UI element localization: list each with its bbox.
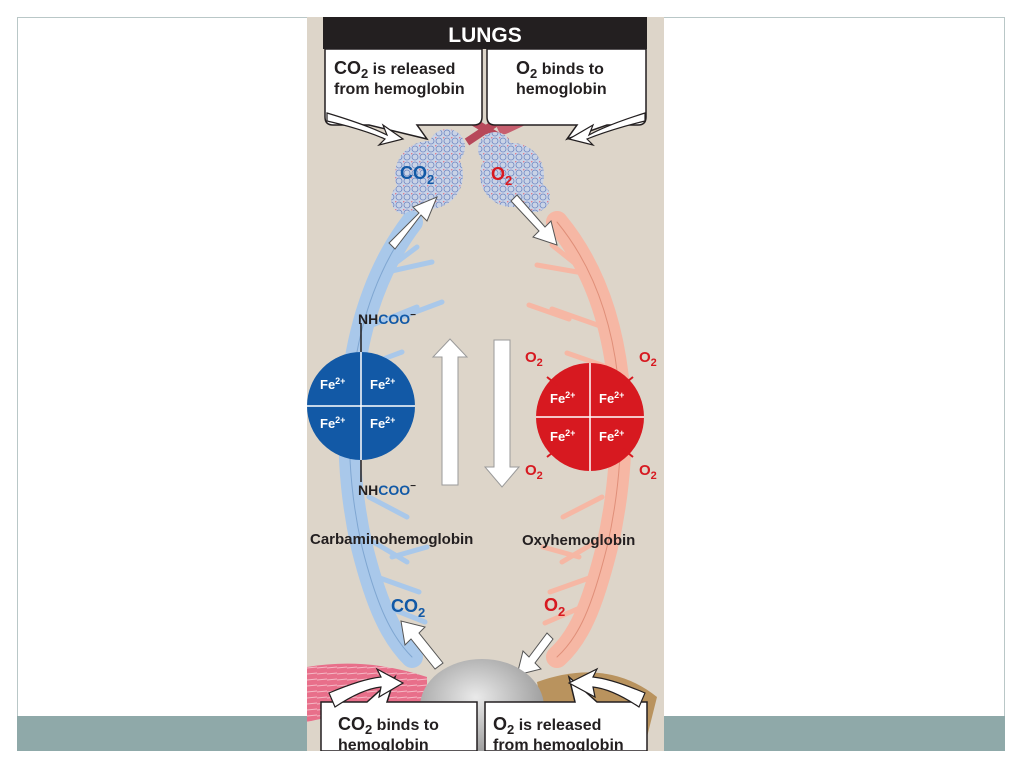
co2-release-arrow xyxy=(388,196,438,250)
bottom-left-curved-arrow xyxy=(328,667,405,708)
o2-release-arrow xyxy=(516,632,554,676)
oxy-fe-2: Fe2+ xyxy=(599,390,624,406)
bottom-right-callout-box xyxy=(484,674,648,751)
top-left-curved-arrow xyxy=(326,112,405,147)
bottom-right-curved-arrow xyxy=(567,667,646,708)
carbaminohemoglobin-molecule xyxy=(307,323,415,482)
bottom-right-callout-line1: O2 is released xyxy=(493,714,601,737)
header-bar xyxy=(323,17,647,49)
bottom-left-callout-box xyxy=(320,674,478,751)
carbaminohemoglobin-label: Carbaminohemoglobin xyxy=(310,531,473,548)
carbamino-fe-4: Fe2+ xyxy=(370,415,395,431)
carbamino-fe-1: Fe2+ xyxy=(320,376,345,392)
alveoli-right xyxy=(478,132,550,212)
carbamino-group-bottom: NHCOO− xyxy=(358,481,416,498)
bottom-right-callout-line2: from hemoglobin xyxy=(493,737,624,751)
oxy-fe-4: Fe2+ xyxy=(599,428,624,444)
bottom-left-callout-line2: hemoglobin xyxy=(338,737,429,751)
center-up-arrow xyxy=(431,338,469,486)
bottom-left-callout-line1: CO2 binds to xyxy=(338,714,439,737)
vein-vessel xyxy=(338,211,445,668)
alveolus-co2-label: CO2 xyxy=(400,163,434,187)
header-title: LUNGS xyxy=(448,24,522,47)
oxy-fe-1: Fe2+ xyxy=(550,390,575,406)
oxy-o2-top-right: O2 xyxy=(639,349,657,369)
oxyhemoglobin-molecule xyxy=(536,363,644,471)
carbamino-fe-3: Fe2+ xyxy=(320,415,345,431)
oxy-fe-3: Fe2+ xyxy=(550,428,575,444)
co2-uptake-arrow xyxy=(400,620,444,670)
tissue-co2-label: CO2 xyxy=(391,596,425,620)
top-left-callout-line2: from hemoglobin xyxy=(334,81,465,98)
oxy-o2-bottom-left: O2 xyxy=(525,462,543,482)
carbamino-group-top: NHCOO− xyxy=(358,310,416,327)
center-down-arrow xyxy=(483,339,521,488)
top-right-curved-arrow xyxy=(567,112,646,147)
alveoli-left xyxy=(391,129,465,215)
o2-uptake-arrow xyxy=(510,194,558,246)
top-left-callout-line1: CO2 is released xyxy=(334,58,455,81)
top-right-callout-line1: O2 binds to xyxy=(516,58,604,81)
oxy-o2-top-left: O2 xyxy=(525,349,543,369)
top-right-callout-line2: hemoglobin xyxy=(516,81,607,98)
artery-vessel xyxy=(526,211,632,668)
alveolus-o2-label: O2 xyxy=(491,164,512,188)
gas-transport-diagram: LUNGS CO2 is released from hemoglobin O2… xyxy=(307,17,664,751)
tissue-o2-label: O2 xyxy=(544,595,565,619)
oxyhemoglobin-label: Oxyhemoglobin xyxy=(522,532,635,549)
oxy-o2-bottom-right: O2 xyxy=(639,462,657,482)
top-left-callout-box xyxy=(324,48,483,141)
carbamino-fe-2: Fe2+ xyxy=(370,376,395,392)
